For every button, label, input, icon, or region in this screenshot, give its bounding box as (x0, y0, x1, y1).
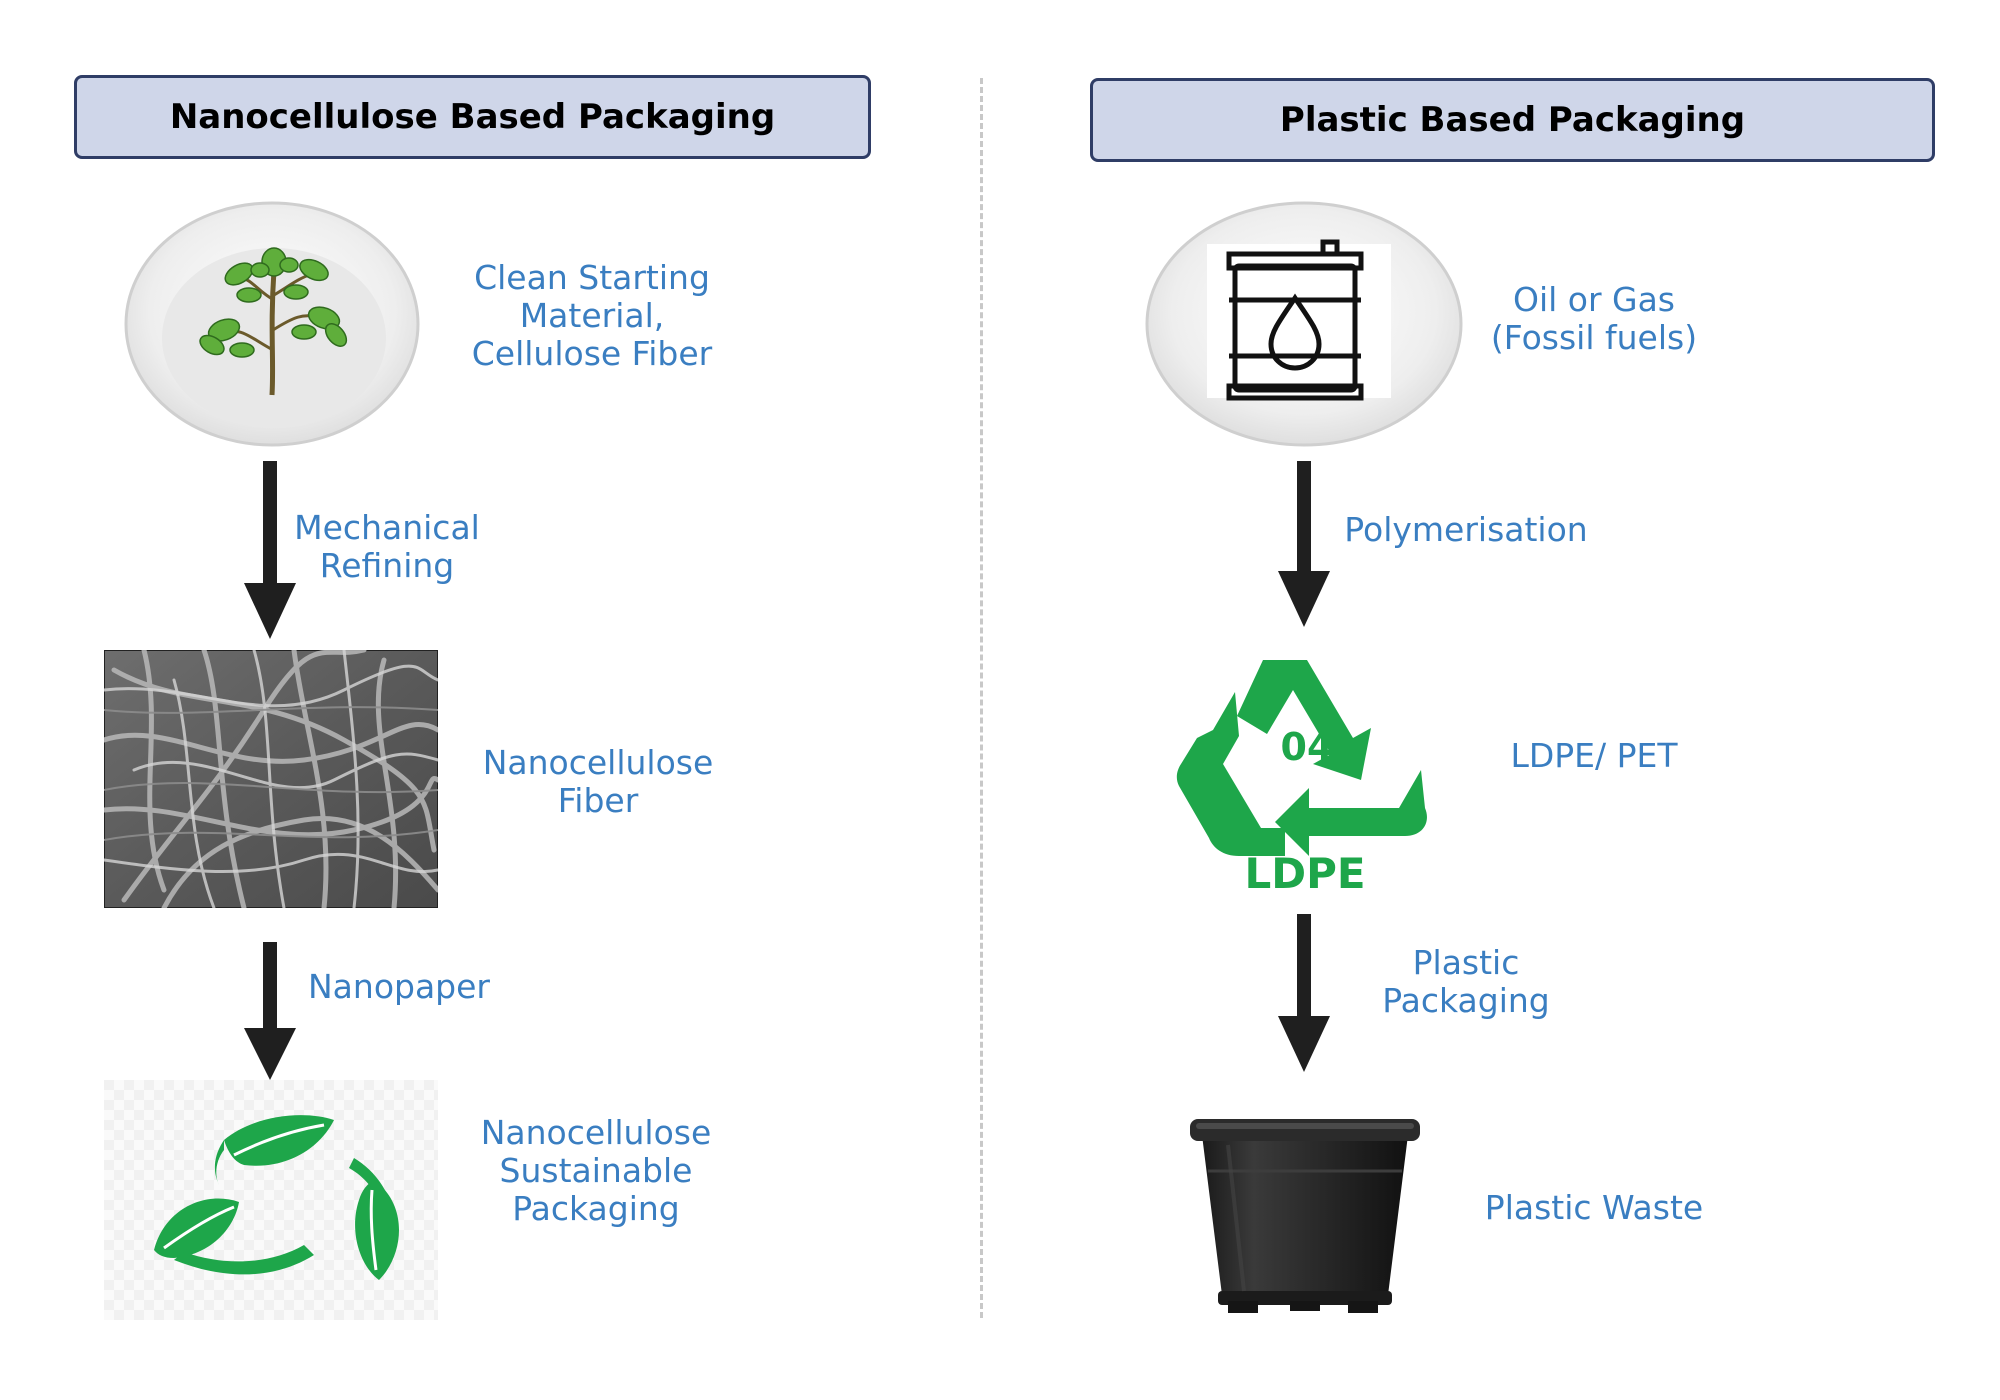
label-line: Refining (319, 546, 455, 585)
nanocellulose-header: Nanocellulose Based Packaging (74, 75, 871, 159)
label-line: Oil or Gas (1512, 280, 1676, 319)
ldpe-recycle-icon: 04 LDPE (1175, 652, 1435, 896)
plastic-title: Plastic Based Packaging (1279, 100, 1746, 140)
arrow-down-icon (244, 461, 296, 639)
arrow-label-polymerisation: Polymerisation (1344, 511, 1587, 549)
step-label-oil-or-gas: Oil or Gas (Fossil fuels) (1491, 281, 1697, 357)
oil-barrel-icon (1226, 239, 1364, 401)
label-line: Material, (519, 296, 665, 335)
plastic-header: Plastic Based Packaging (1090, 78, 1935, 162)
label-line: Nanopaper (308, 967, 490, 1006)
label-line: Nanocellulose (480, 1113, 712, 1152)
label-line: Plastic Waste (1484, 1188, 1704, 1227)
label-line: Packaging (1382, 981, 1550, 1020)
label-line: LDPE/ PET (1510, 736, 1678, 775)
label-line: Nanocellulose (482, 743, 714, 782)
recycle-code-text: 04 (1281, 725, 1334, 769)
plastic-pot-icon (1188, 1115, 1422, 1317)
step-label-nanocellulose-fiber: Nanocellulose Fiber (483, 744, 714, 820)
label-line: Plastic (1412, 943, 1520, 982)
label-line: Packaging (512, 1189, 680, 1228)
step-label-nanocellulose-sustainable-packaging: Nanocellulose Sustainable Packaging (481, 1114, 712, 1228)
label-line: Sustainable (499, 1151, 693, 1190)
oil-dish (1145, 200, 1463, 448)
step-label-ldpe-pet: LDPE/ PET (1510, 737, 1677, 775)
label-line: Fiber (557, 781, 639, 820)
label-line: Mechanical (294, 508, 480, 547)
plant-icon (199, 247, 348, 396)
plant-dish (124, 200, 420, 448)
step-label-plastic-waste: Plastic Waste (1485, 1189, 1703, 1227)
nanocellulose-title: Nanocellulose Based Packaging (169, 97, 776, 137)
arrow-down-icon (244, 942, 296, 1080)
label-line: Polymerisation (1344, 510, 1588, 549)
arrow-label-mechanical-refining: Mechanical Refining (294, 509, 480, 585)
arrow-down-icon (1278, 914, 1330, 1072)
label-line: Clean Starting (474, 258, 710, 297)
step-label-clean-starting-material: Clean Starting Material, Cellulose Fiber (472, 259, 713, 373)
arrow-label-plastic-packaging: Plastic Packaging (1382, 944, 1550, 1020)
arrow-label-nanopaper: Nanopaper (308, 968, 490, 1006)
leaf-recycle-icon (104, 1080, 438, 1320)
recycle-name-text: LDPE (1244, 849, 1365, 896)
label-line: (Fossil fuels) (1490, 318, 1698, 357)
column-divider (980, 78, 983, 1318)
label-line: Cellulose Fiber (471, 334, 713, 373)
fiber-micrograph (104, 650, 438, 908)
arrow-down-icon (1278, 461, 1330, 627)
